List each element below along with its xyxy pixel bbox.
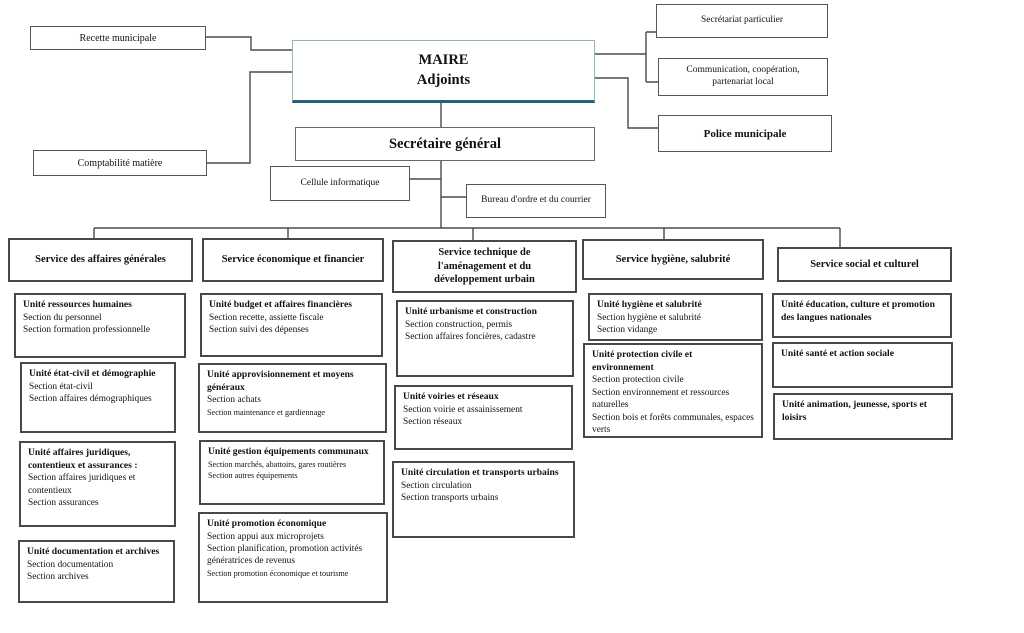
unit-box-sante-action-sociale: Unité santé et action sociale: [772, 342, 953, 388]
box-communication-cooperation: Communication, coopération, partenariat …: [658, 58, 828, 96]
unit-title: Unité santé et action sociale: [781, 348, 894, 359]
unit-box-promotion-economique: Unité promotion économique Section appui…: [198, 512, 388, 603]
service-box-affaires-generales: Service des affaires générales: [8, 238, 193, 282]
section-line: Section protection civile: [592, 375, 684, 386]
section-line: Section appui aux microprojets: [207, 531, 324, 542]
box-cellule-informatique: Cellule informatique: [270, 166, 410, 201]
box-comptabilite-matiere: Comptabilité matière: [33, 150, 207, 176]
unit-box-ressources-humaines: Unité ressources humaines Section du per…: [14, 293, 186, 358]
service-title-line: Service technique de: [438, 247, 531, 259]
section-line: Section assurances: [28, 498, 99, 509]
service-title: Service économique et financier: [221, 254, 365, 266]
box-bureau-ordre-courrier: Bureau d'ordre et du courrier: [466, 184, 606, 218]
unit-title: Unité état-civil et démographie: [29, 368, 156, 379]
section-line: Section du personnel: [23, 312, 102, 323]
unit-box-approvisionnement-moyens: Unité approvisionnement et moyens généra…: [198, 363, 387, 433]
box-secretariat-particulier: Secrétariat particulier: [656, 4, 828, 38]
box-police-municipale: Police municipale: [658, 115, 832, 152]
service-box-hygiene-salubrite: Service hygiène, salubrité: [582, 239, 764, 280]
unit-box-hygiene-salubrite: Unité hygiène et salubrité Section hygiè…: [588, 293, 763, 341]
section-line: Section maintenance et gardiennage: [207, 407, 325, 417]
section-line: Section achats: [207, 395, 261, 406]
unit-box-affaires-juridiques: Unité affaires juridiques, contentieux e…: [19, 441, 176, 527]
unit-title: Unité protection civile et environnement: [592, 349, 693, 373]
section-line: Section voirie et assainissement: [403, 404, 523, 415]
box-label: Recette municipale: [79, 32, 157, 44]
section-line: Section suivi des dépenses: [209, 325, 309, 336]
box-label: Secrétaire général: [388, 135, 502, 152]
service-box-social-culturel: Service social et culturel: [777, 247, 952, 282]
section-line: Section recette, assiette fiscale: [209, 312, 324, 323]
section-line: Section archives: [27, 572, 89, 583]
unit-title: Unité promotion économique: [207, 518, 327, 529]
unit-title: Unité approvisionnement et moyens généra…: [207, 369, 354, 393]
box-label: Comptabilité matière: [77, 157, 163, 169]
section-line: Section hygiène et salubrité: [597, 312, 701, 323]
unit-title: Unité éducation, culture et promotion de…: [781, 299, 935, 323]
box-recette-municipale: Recette municipale: [30, 26, 206, 50]
section-line: Section construction, permis: [405, 319, 513, 330]
section-line: Section réseaux: [403, 417, 463, 428]
box-label: Bureau d'ordre et du courrier: [481, 195, 591, 206]
section-line: Section bois et forêts communales, espac…: [592, 412, 754, 435]
section-line: Section affaires démographiques: [29, 394, 152, 405]
unit-title: Unité voiries et réseaux: [403, 391, 499, 402]
unit-title: Unité budget et affaires financières: [209, 299, 352, 310]
connector-secretariat-communication: [595, 31, 658, 83]
box-label: Secrétariat particulier: [700, 15, 784, 26]
unit-box-urbanisme-construction: Unité urbanisme et construction Section …: [396, 300, 574, 377]
maire-line2: Adjoints: [416, 71, 471, 88]
section-line: Section formation professionnelle: [23, 325, 151, 336]
service-box-technique-urbain: Service technique de l'aménagement et du…: [392, 240, 577, 293]
unit-box-documentation-archives: Unité documentation et archives Section …: [18, 540, 175, 603]
unit-title: Unité ressources humaines: [23, 299, 132, 310]
box-label: Police municipale: [703, 127, 787, 140]
unit-box-gestion-equipements: Unité gestion équipements communaux Sect…: [199, 440, 385, 505]
section-line: Section circulation: [401, 480, 472, 491]
service-title-line: développement urbain: [434, 274, 535, 286]
box-secretaire-general: Secrétaire général: [295, 127, 595, 161]
service-title: Service des affaires générales: [35, 254, 166, 266]
unit-box-animation-jeunesse-sports: Unité animation, jeunesse, sports et loi…: [773, 393, 953, 440]
section-line: Section promotion économique et tourisme: [207, 568, 349, 578]
unit-box-budget-finances: Unité budget et affaires financières Sec…: [200, 293, 383, 357]
service-title: Service technique de l'aménagement et du…: [434, 246, 535, 287]
connector-comptabilite: [207, 71, 292, 164]
unit-title: Unité gestion équipements communaux: [208, 446, 369, 457]
section-line: Section documentation: [27, 559, 114, 570]
unit-title: Unité affaires juridiques, contentieux e…: [28, 447, 138, 471]
section-line: Section transports urbains: [401, 493, 499, 504]
unit-box-protection-civile-environnement: Unité protection civile et environnement…: [583, 343, 763, 438]
box-label: Cellule informatique: [300, 177, 380, 188]
service-title-line: l'aménagement et du: [437, 260, 532, 272]
section-line: Section affaires juridiques et contentie…: [28, 473, 136, 496]
service-title: Service social et culturel: [810, 258, 919, 270]
section-line: Section environnement et ressources natu…: [592, 387, 730, 411]
section-line: Section état-civil: [29, 381, 93, 392]
section-line: Section planification, promotion activit…: [207, 544, 363, 567]
maire-line1: MAIRE: [418, 51, 469, 68]
box-maire-adjoints: MAIRE Adjoints: [292, 40, 595, 103]
connector-recette: [206, 36, 292, 51]
unit-title: Unité circulation et transports urbains: [401, 467, 559, 478]
unit-box-etat-civil-demographie: Unité état-civil et démographie Section …: [20, 362, 176, 433]
section-line: Section autres équipements: [208, 470, 298, 480]
section-line: Section affaires foncières, cadastre: [405, 332, 536, 343]
unit-box-circulation-transports: Unité circulation et transports urbains …: [392, 461, 575, 538]
unit-title: Unité urbanisme et construction: [405, 306, 537, 317]
unit-title: Unité hygiène et salubrité: [597, 299, 702, 310]
unit-title: Unité animation, jeunesse, sports et loi…: [782, 399, 927, 423]
unit-box-education-culture-langues: Unité éducation, culture et promotion de…: [772, 293, 952, 338]
section-line: Section marchés, abattoirs, gares routiè…: [208, 459, 347, 469]
box-label: Communication, coopération, partenariat …: [686, 65, 800, 87]
service-title: Service hygiène, salubrité: [615, 253, 731, 265]
unit-title: Unité documentation et archives: [27, 546, 160, 557]
service-box-economique-financier: Service économique et financier: [202, 238, 384, 282]
maire-title: MAIRE Adjoints: [417, 51, 470, 90]
connector-police: [595, 77, 658, 129]
unit-box-voiries-reseaux: Unité voiries et réseaux Section voirie …: [394, 385, 573, 450]
section-line: Section vidange: [597, 325, 658, 336]
